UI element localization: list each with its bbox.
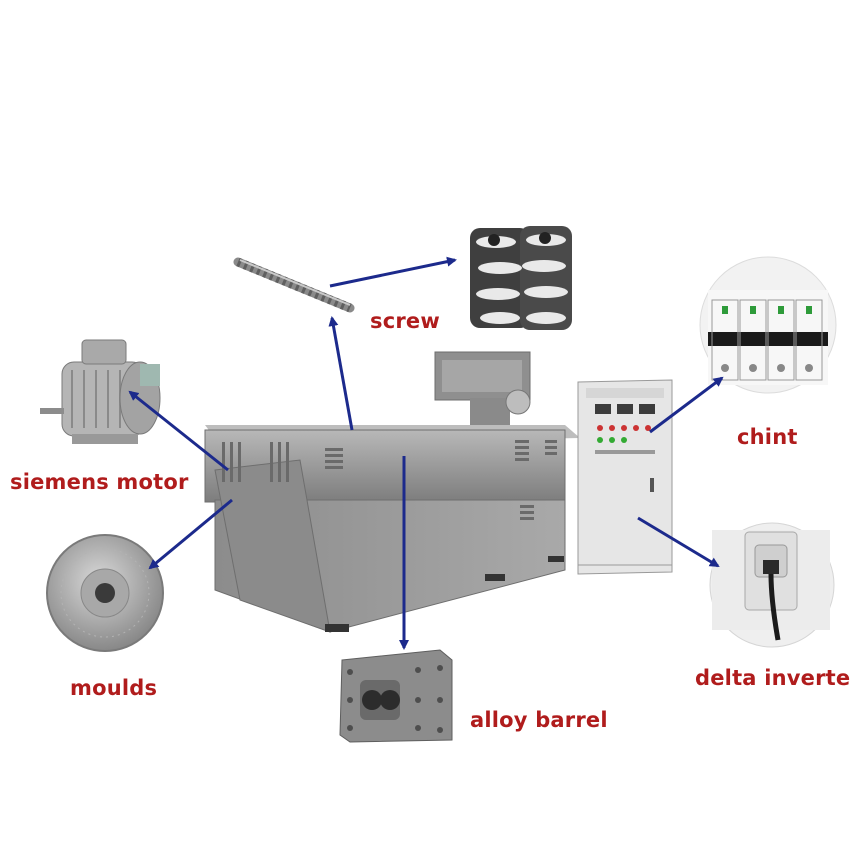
label-moulds: moulds: [70, 676, 158, 700]
alloy-barrel-image: [339, 649, 453, 743]
mould-image: [46, 534, 164, 652]
label-screw: screw: [370, 309, 440, 333]
chint-breaker-image: [699, 256, 837, 394]
arrow-to-mould: [148, 498, 233, 570]
label-siemens-motor: siemens motor: [10, 470, 189, 494]
label-alloy-barrel: alloy barrel: [470, 708, 608, 732]
label-chint: chint: [737, 425, 798, 449]
screw-shaft-image: [233, 257, 355, 313]
label-delta-inverter: delta inverter: [695, 666, 850, 690]
arrow-to-chint: [649, 376, 724, 434]
delta-inverter-image: [709, 522, 835, 648]
extruder-machine: [204, 351, 580, 633]
siemens-motor-image: [40, 339, 161, 444]
control-cabinet: [577, 379, 673, 575]
arrow-to-screw-elements: [329, 256, 457, 288]
arrow-to-motor: [128, 390, 229, 472]
arrow-to-inverter: [637, 516, 720, 568]
screw-elements-image: [470, 226, 572, 330]
arrow-to-screw-shaft: [328, 316, 354, 431]
